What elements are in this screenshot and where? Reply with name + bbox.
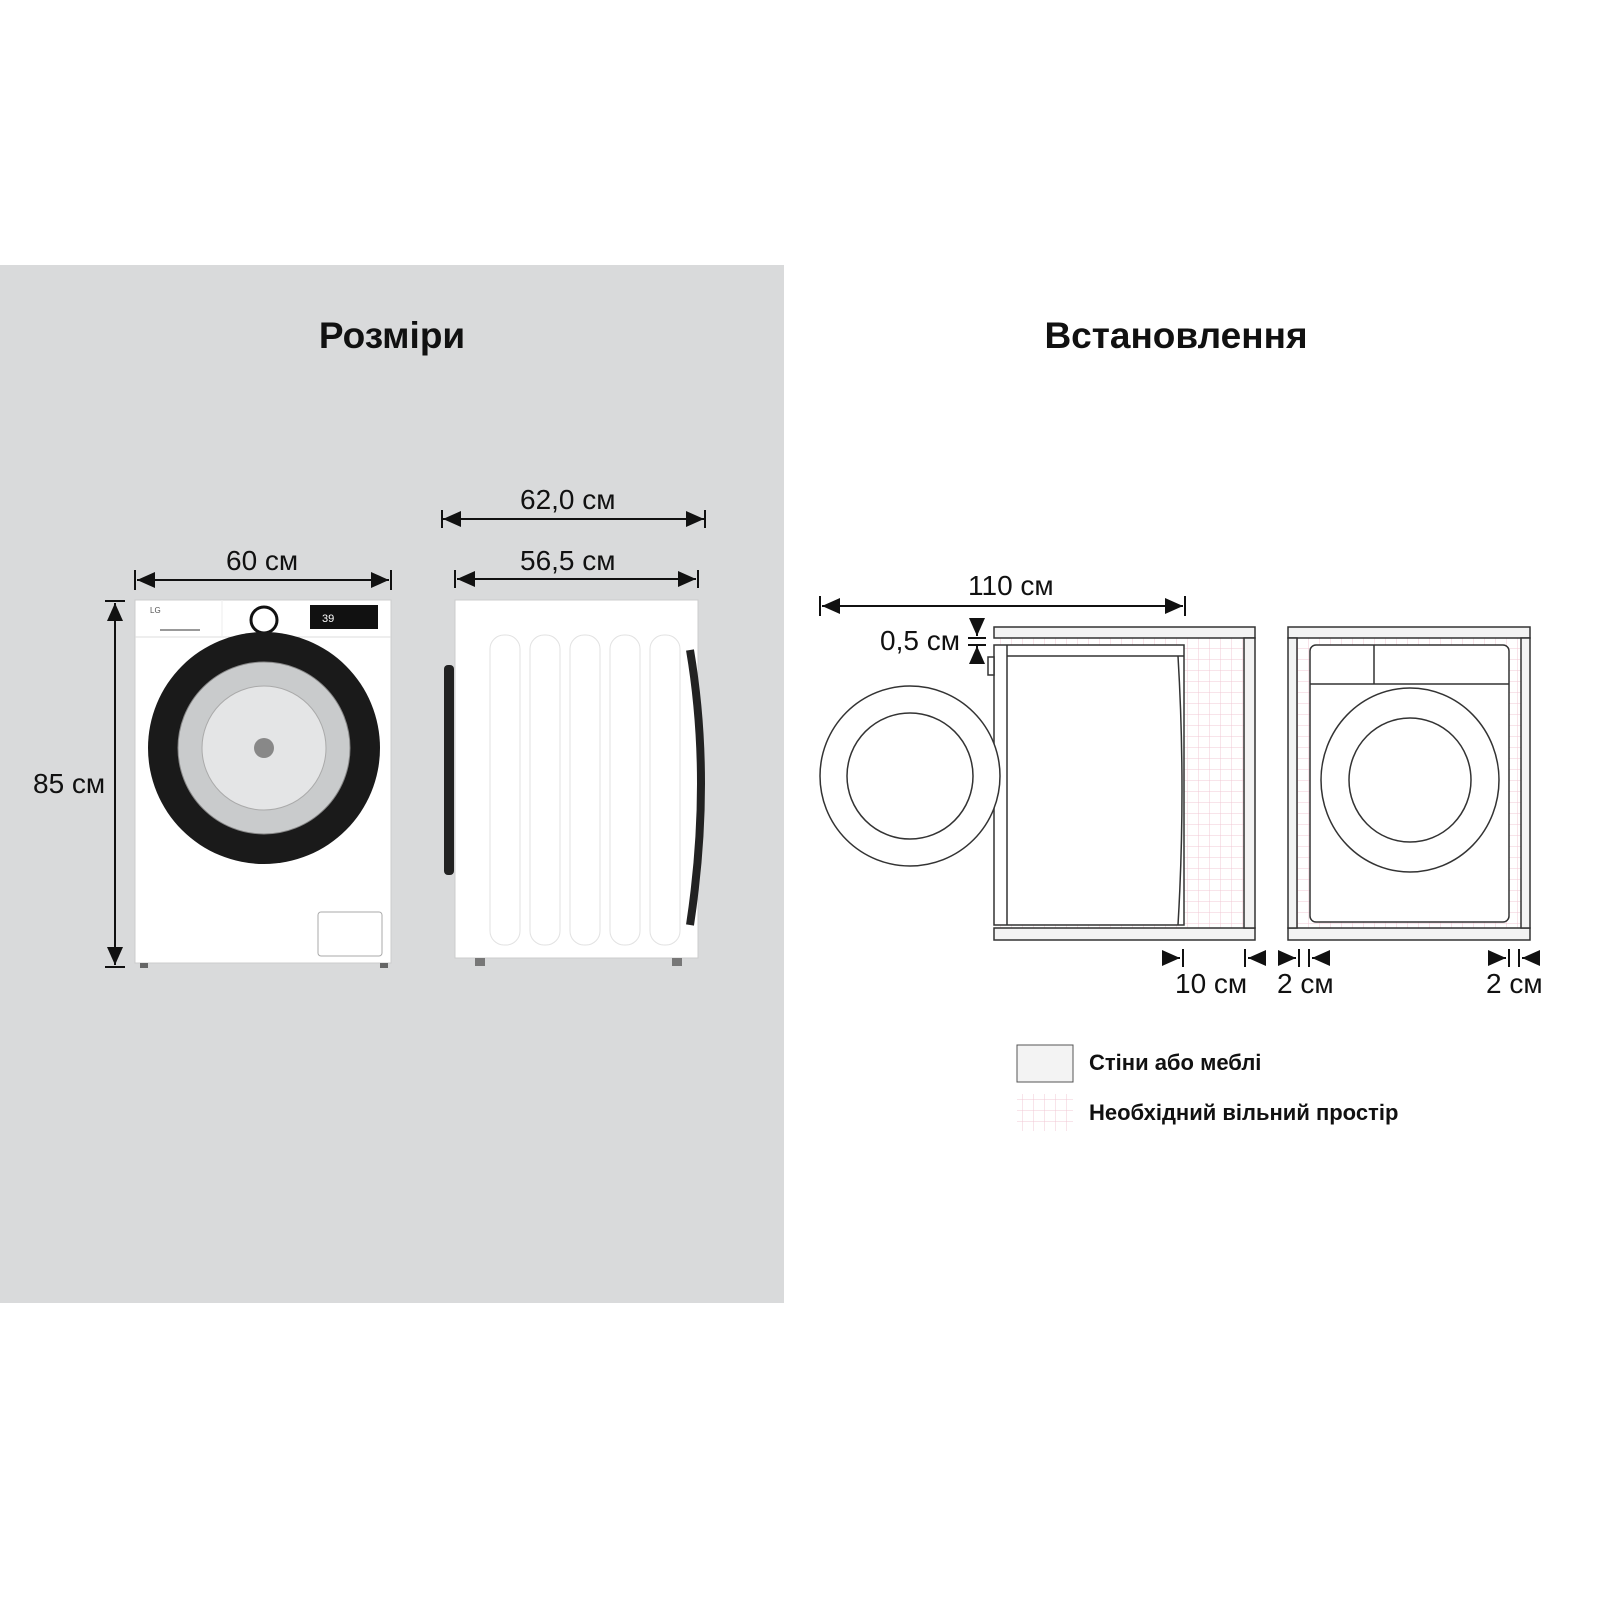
top-gap-label: 0,5 см [880,625,960,656]
legend-swatch-wall [1016,1044,1074,1083]
legend-swatch-free-space [1017,1094,1073,1131]
rear-gap-label: 10 см [1175,968,1248,999]
installation-front-view [1287,626,1531,941]
washer-side-photo [444,599,705,966]
legend-free-space-label: Необхідний вільний простір [1089,1100,1399,1125]
dimension-lines [105,510,706,968]
legend-wall-label: Стіни або меблі [1089,1050,1262,1075]
installation-side-view [819,626,1256,941]
svg-text:39: 39 [322,613,334,625]
depth-total-label: 62,0 см [520,484,616,515]
installation-title: Встановлення [1044,315,1308,356]
side-gap-left-label: 2 см [1277,968,1334,999]
lg-logo: LG [150,606,161,615]
washer-front-photo: LG 39 [134,599,392,968]
height-label: 85 см [33,768,106,799]
depth-body-label: 56,5 см [520,545,616,576]
door-open-depth-label: 110 см [968,570,1054,601]
side-gap-right-label: 2 см [1486,968,1543,999]
width-label: 60 см [226,545,299,576]
installation-dimension-lines [819,596,1540,967]
dimensions-title: Розміри [318,315,466,356]
